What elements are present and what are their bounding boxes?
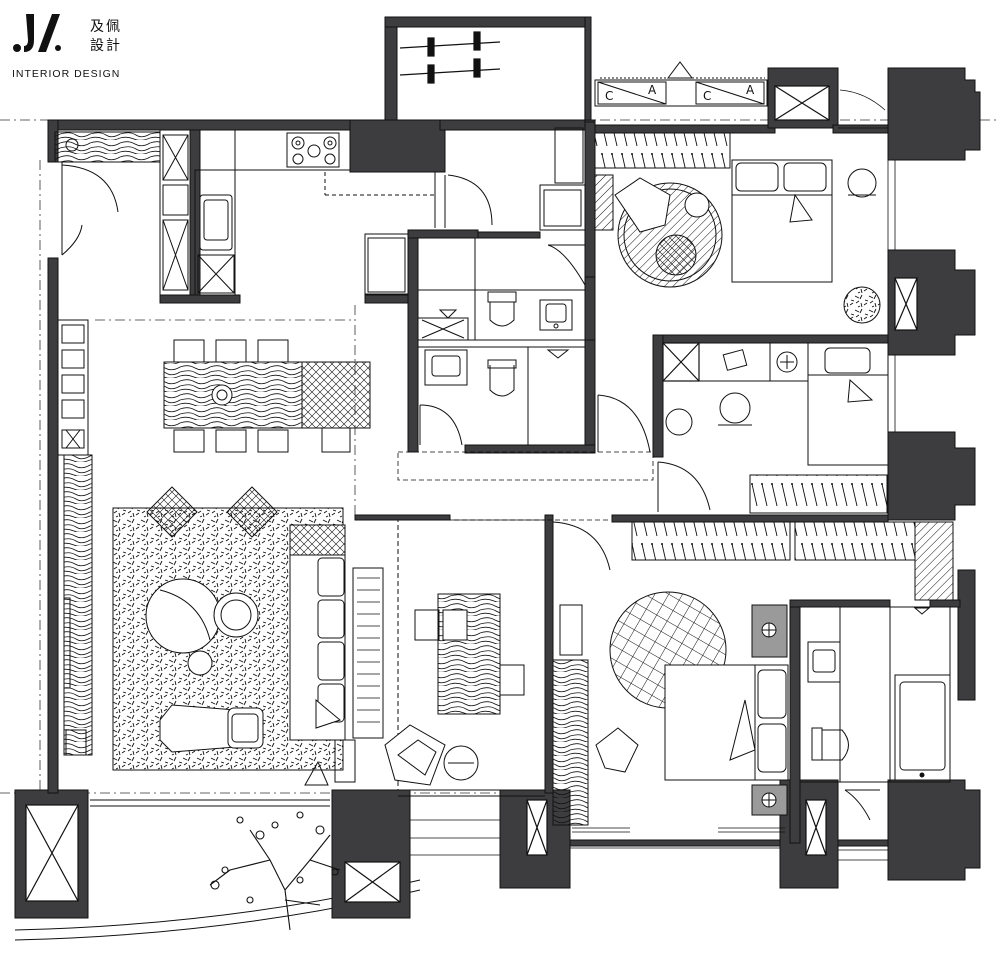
wardrobe-2 <box>749 474 888 514</box>
brand-name-line1: 及佩 <box>90 19 122 35</box>
living-room <box>112 486 384 786</box>
cabinet-right <box>695 81 765 105</box>
balcony-top <box>394 21 586 123</box>
study-room <box>384 519 546 797</box>
master-bathroom <box>799 606 951 821</box>
toilet-icon <box>487 291 517 327</box>
king-bed <box>664 664 789 781</box>
tv-cabinet <box>352 567 384 739</box>
lounge-chair <box>159 704 264 753</box>
coffee-tables <box>145 578 259 676</box>
nightstand-bottom <box>751 784 788 816</box>
toilet-icon-2 <box>487 359 517 397</box>
wardrobe <box>594 132 731 169</box>
bar-stools <box>173 339 351 453</box>
stool <box>665 408 693 436</box>
middle-bathrooms <box>417 238 586 446</box>
plant-icon <box>843 286 881 324</box>
radiator <box>572 827 785 833</box>
bedroom-1 <box>594 132 881 324</box>
sofa-cushions <box>315 557 345 729</box>
stove-icon <box>286 132 340 168</box>
brand-logo: 及佩 設計 INTERIOR DESIGN <box>12 10 132 80</box>
sink-icon <box>539 299 573 331</box>
bathtub-icon <box>894 674 951 781</box>
kitchen-counter <box>234 129 351 171</box>
wardrobe-3 <box>631 521 791 561</box>
brand-name: 及佩 設計 <box>90 18 130 56</box>
cabinet-right-label-c: C <box>703 89 711 103</box>
kitchen-sink-icon <box>199 194 233 251</box>
entrance-door <box>54 131 161 256</box>
kitchen <box>159 129 436 453</box>
desk-chair-icon-2 <box>718 392 752 426</box>
cabinet-right-label-a: A <box>746 83 755 97</box>
sink-icon-3 <box>807 641 841 683</box>
nightstand-top <box>751 604 788 658</box>
toilet-icon-3 <box>811 727 849 761</box>
clothes-rack-icon <box>399 31 501 84</box>
bedroom-2 <box>597 342 889 514</box>
fridge <box>364 233 409 295</box>
left-storage <box>57 319 93 756</box>
kitchen-tall-cabinets <box>162 134 189 291</box>
cabinet-left-label-a: A <box>648 83 657 97</box>
study-armchair <box>384 724 446 786</box>
single-bed <box>807 342 889 466</box>
corridor <box>355 451 654 521</box>
laundry-area <box>399 31 586 231</box>
brand-name-line2: 設計 <box>90 38 122 54</box>
cabinet-left <box>597 81 667 105</box>
desk-chair-icon <box>847 168 877 198</box>
side-table <box>443 745 479 781</box>
brand-mark-icon <box>13 14 61 52</box>
cabinet-left-label-c: C <box>605 89 613 103</box>
tree-icon <box>209 811 341 931</box>
bedroom-3 <box>552 521 954 833</box>
top-cabinets <box>594 61 768 107</box>
windows <box>410 89 896 861</box>
bar-island <box>163 361 371 429</box>
armchairs <box>146 486 278 538</box>
lounge-chair-bedroom <box>614 177 671 233</box>
shaft-icons <box>25 85 918 903</box>
chair-bedroom-3 <box>595 727 639 773</box>
double-bed <box>731 159 833 283</box>
sink-icon-2 <box>424 349 468 386</box>
brand-tagline: INTERIOR DESIGN <box>12 68 121 80</box>
